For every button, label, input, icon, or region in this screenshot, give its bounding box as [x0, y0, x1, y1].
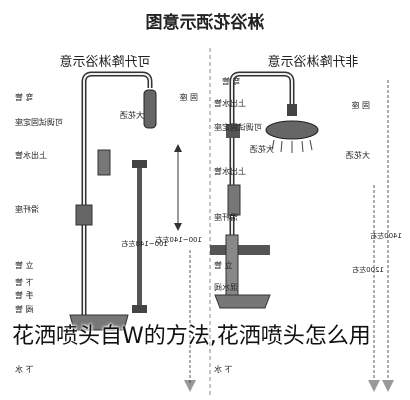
left-hand-holder [227, 184, 241, 216]
left-side-label: 固 座 [351, 100, 370, 110]
right-label: 下 管 [15, 277, 34, 287]
left-mixer [210, 245, 270, 255]
right-valve-body [69, 314, 129, 331]
right-label: 阀 管 [15, 304, 34, 314]
left-bracket [226, 124, 240, 138]
right-label: 大花洒 [120, 110, 144, 120]
left-label: 大花洒 [250, 144, 274, 154]
right-label: 立 管 [15, 260, 34, 270]
left-label: 弯 管 [222, 76, 241, 86]
left-shower-head [265, 120, 319, 140]
right-slide-bar [137, 165, 142, 310]
right-hand-shower [143, 89, 157, 129]
right-label: 滑杆座 [15, 204, 39, 214]
left-dim-label: 1200左右 [352, 265, 384, 274]
left-label: 上出水管 [214, 166, 246, 176]
left-joint [287, 104, 297, 116]
left-label: 上出水管 [214, 98, 246, 108]
right-label: 可调试固定座 [15, 117, 63, 127]
right-label: 弯 管 [15, 92, 34, 102]
right-panel: 可升降淋浴示意 弯 管 可调试固定座 上出水管 大花洒 [15, 54, 202, 392]
right-label: 上出水管 [15, 150, 47, 160]
left-label: 混水阀 [214, 282, 238, 292]
left-side-label: 大花洒 [346, 150, 370, 160]
caption: 花洒喷头自W的方法,花洒喷头怎么用 [12, 324, 371, 349]
left-label: 可调试固定座 [214, 122, 262, 132]
right-dim-label: 100~140左右 [155, 235, 202, 244]
left-label: 立 管 [214, 260, 233, 270]
left-panel-heading: 非升降淋浴示意 [267, 54, 358, 70]
right-panel-heading: 可升降淋浴示意 [59, 54, 150, 70]
left-label: 滑杆座 [214, 212, 238, 222]
left-dim-label: 1400左右 [370, 231, 402, 240]
right-label: 手 管 [15, 290, 34, 300]
right-dim-label: 100~140左右 [121, 239, 168, 248]
left-panel: 非升降淋浴示意 弯 管 上出水管 可调试固定座 [210, 54, 402, 392]
right-label: 下 水 [15, 364, 34, 374]
right-side-label: 固 座 [179, 92, 198, 102]
left-valve-body [214, 294, 271, 309]
left-label: 下 水 [214, 364, 233, 374]
diagram-title: 淋浴花洒示意图 [146, 12, 265, 33]
